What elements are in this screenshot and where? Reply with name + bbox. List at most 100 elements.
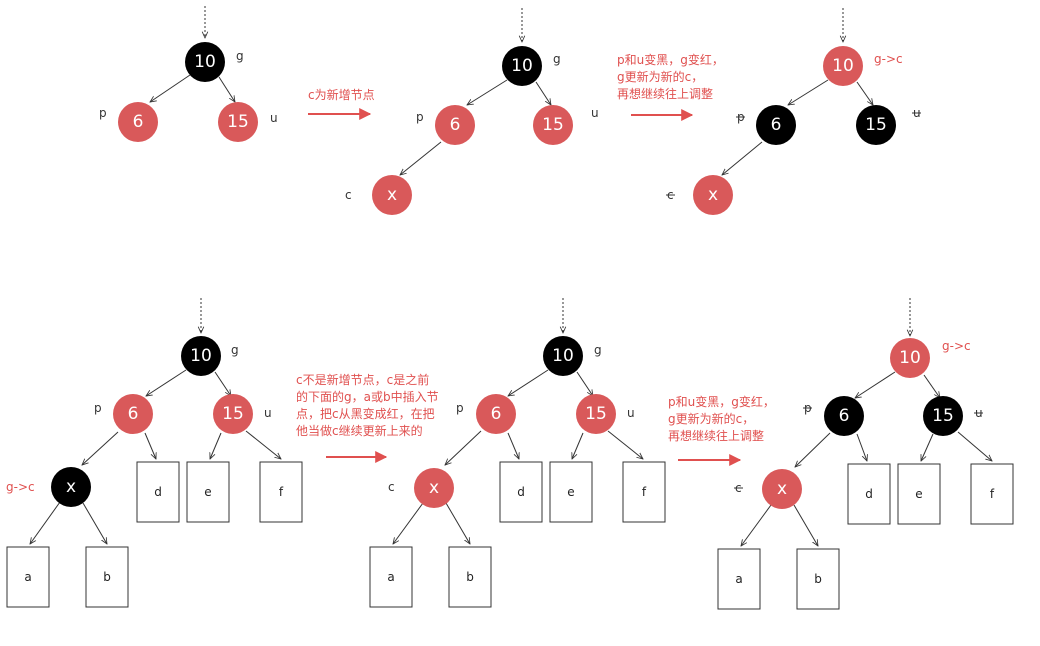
node-6-black: 6: [756, 105, 796, 145]
node-6-red: 6: [113, 394, 153, 434]
edge: [722, 141, 763, 175]
node-15-red: 15: [576, 394, 616, 434]
tree-bottom-2: 10 6 15 x d e f a b g p u c: [369, 298, 666, 608]
svg-text:6: 6: [450, 115, 461, 135]
svg-text:再想继续往上调整: 再想继续往上调整: [617, 86, 713, 101]
subtree-box-b: [85, 546, 129, 608]
svg-text:d: d: [865, 487, 873, 501]
subtree-box-f: [970, 463, 1014, 525]
tree-bottom-3: 10 6 15 x d e f a b g->c p u c: [717, 298, 1014, 610]
subtree-box-b: [448, 546, 492, 608]
edge: [788, 79, 829, 105]
svg-text:15: 15: [585, 404, 607, 424]
svg-text:b: b: [103, 570, 111, 584]
edge: [535, 81, 551, 105]
svg-text:b: b: [466, 570, 474, 584]
subtree-box-a: [369, 546, 413, 608]
svg-text:c不是新增节点，c是之前: c不是新增节点，c是之前: [296, 372, 429, 387]
node-10-black: 10: [543, 336, 583, 376]
edge: [445, 430, 482, 465]
edge: [400, 141, 442, 175]
tree-bottom-1: 10 6 15 x d e f a b g p u g->c: [6, 298, 303, 608]
edge: [508, 369, 549, 396]
svg-text:b: b: [814, 572, 822, 586]
svg-text:f: f: [279, 485, 284, 499]
caption-top-step2: p和u变黑，g变红， g更新为新的c， 再想继续往上调整: [617, 52, 724, 121]
edge: [218, 76, 235, 102]
label-p: p: [456, 401, 464, 415]
label-g-to-c: g->c: [6, 480, 35, 494]
label-g-to-c: g->c: [942, 339, 971, 353]
tree-top-3: 10 6 15 x g->c p u c: [666, 8, 921, 215]
label-p: p: [94, 401, 102, 415]
svg-text:a: a: [735, 572, 742, 586]
node-6-red: 6: [118, 102, 158, 142]
svg-text:15: 15: [227, 112, 249, 132]
label-c: c: [345, 188, 352, 202]
node-15-red: 15: [218, 102, 258, 142]
tree-top-1: 10 6 15 g p u: [99, 6, 278, 142]
svg-text:10: 10: [190, 346, 212, 366]
subtree-box-e: [897, 463, 941, 525]
svg-text:6: 6: [128, 404, 139, 424]
svg-text:的下面的g，a或b中插入节: 的下面的g，a或b中插入节: [296, 389, 439, 404]
svg-text:再想继续往上调整: 再想继续往上调整: [668, 428, 764, 443]
node-15-red: 15: [213, 394, 253, 434]
label-g-to-c: g->c: [874, 52, 903, 66]
label-g: g: [231, 343, 239, 357]
edge: [576, 371, 593, 396]
tree-top-2: 10 6 15 x g p u c: [345, 8, 599, 215]
edge: [856, 433, 867, 461]
label-p: p: [416, 110, 424, 124]
svg-text:x: x: [429, 478, 439, 498]
edge: [214, 371, 231, 396]
edge: [795, 432, 831, 467]
subtree-box-e: [186, 461, 230, 523]
node-10-black: 10: [181, 336, 221, 376]
caption-bottom-step2: p和u变黑，g变红， g更新为新的c， 再想继续往上调整: [668, 394, 775, 466]
node-6-red: 6: [435, 105, 475, 145]
svg-text:f: f: [642, 485, 647, 499]
label-u: u: [591, 106, 599, 120]
svg-text:15: 15: [542, 115, 564, 135]
subtree-box-e: [549, 461, 593, 523]
svg-text:x: x: [387, 185, 397, 205]
edge: [146, 369, 187, 396]
node-x-red: x: [414, 468, 454, 508]
node-x-red: x: [693, 175, 733, 215]
label-g: g: [553, 52, 561, 66]
edge: [150, 74, 191, 102]
edge: [855, 371, 896, 398]
edge: [30, 501, 61, 544]
svg-text:c为新增节点: c为新增节点: [308, 87, 375, 102]
label-u: u: [264, 406, 272, 420]
subtree-box-d: [499, 461, 543, 523]
subtree-box-f: [622, 461, 666, 523]
svg-text:点，把c从黑变成红，在把: 点，把c从黑变成红，在把: [296, 406, 435, 421]
edge: [793, 504, 818, 546]
node-10-black: 10: [185, 42, 225, 82]
node-10-red: 10: [823, 46, 863, 86]
edge: [856, 81, 873, 105]
svg-text:10: 10: [194, 52, 216, 72]
svg-text:x: x: [777, 479, 787, 499]
label-g: g: [236, 49, 244, 63]
svg-text:d: d: [517, 485, 525, 499]
node-15-black: 15: [856, 105, 896, 145]
edge: [144, 432, 156, 459]
node-x-red: x: [372, 175, 412, 215]
edge: [210, 432, 222, 459]
subtree-box-d: [847, 463, 891, 525]
svg-text:15: 15: [222, 404, 244, 424]
node-x-red: x: [762, 469, 802, 509]
svg-text:p和u变黑，g变红，: p和u变黑，g变红，: [668, 394, 775, 409]
svg-text:10: 10: [832, 56, 854, 76]
svg-text:10: 10: [552, 346, 574, 366]
node-10-black: 10: [502, 46, 542, 86]
svg-text:d: d: [154, 485, 162, 499]
edge: [245, 430, 281, 459]
node-15-red: 15: [533, 105, 573, 145]
svg-text:a: a: [24, 570, 31, 584]
label-c: c: [388, 480, 395, 494]
